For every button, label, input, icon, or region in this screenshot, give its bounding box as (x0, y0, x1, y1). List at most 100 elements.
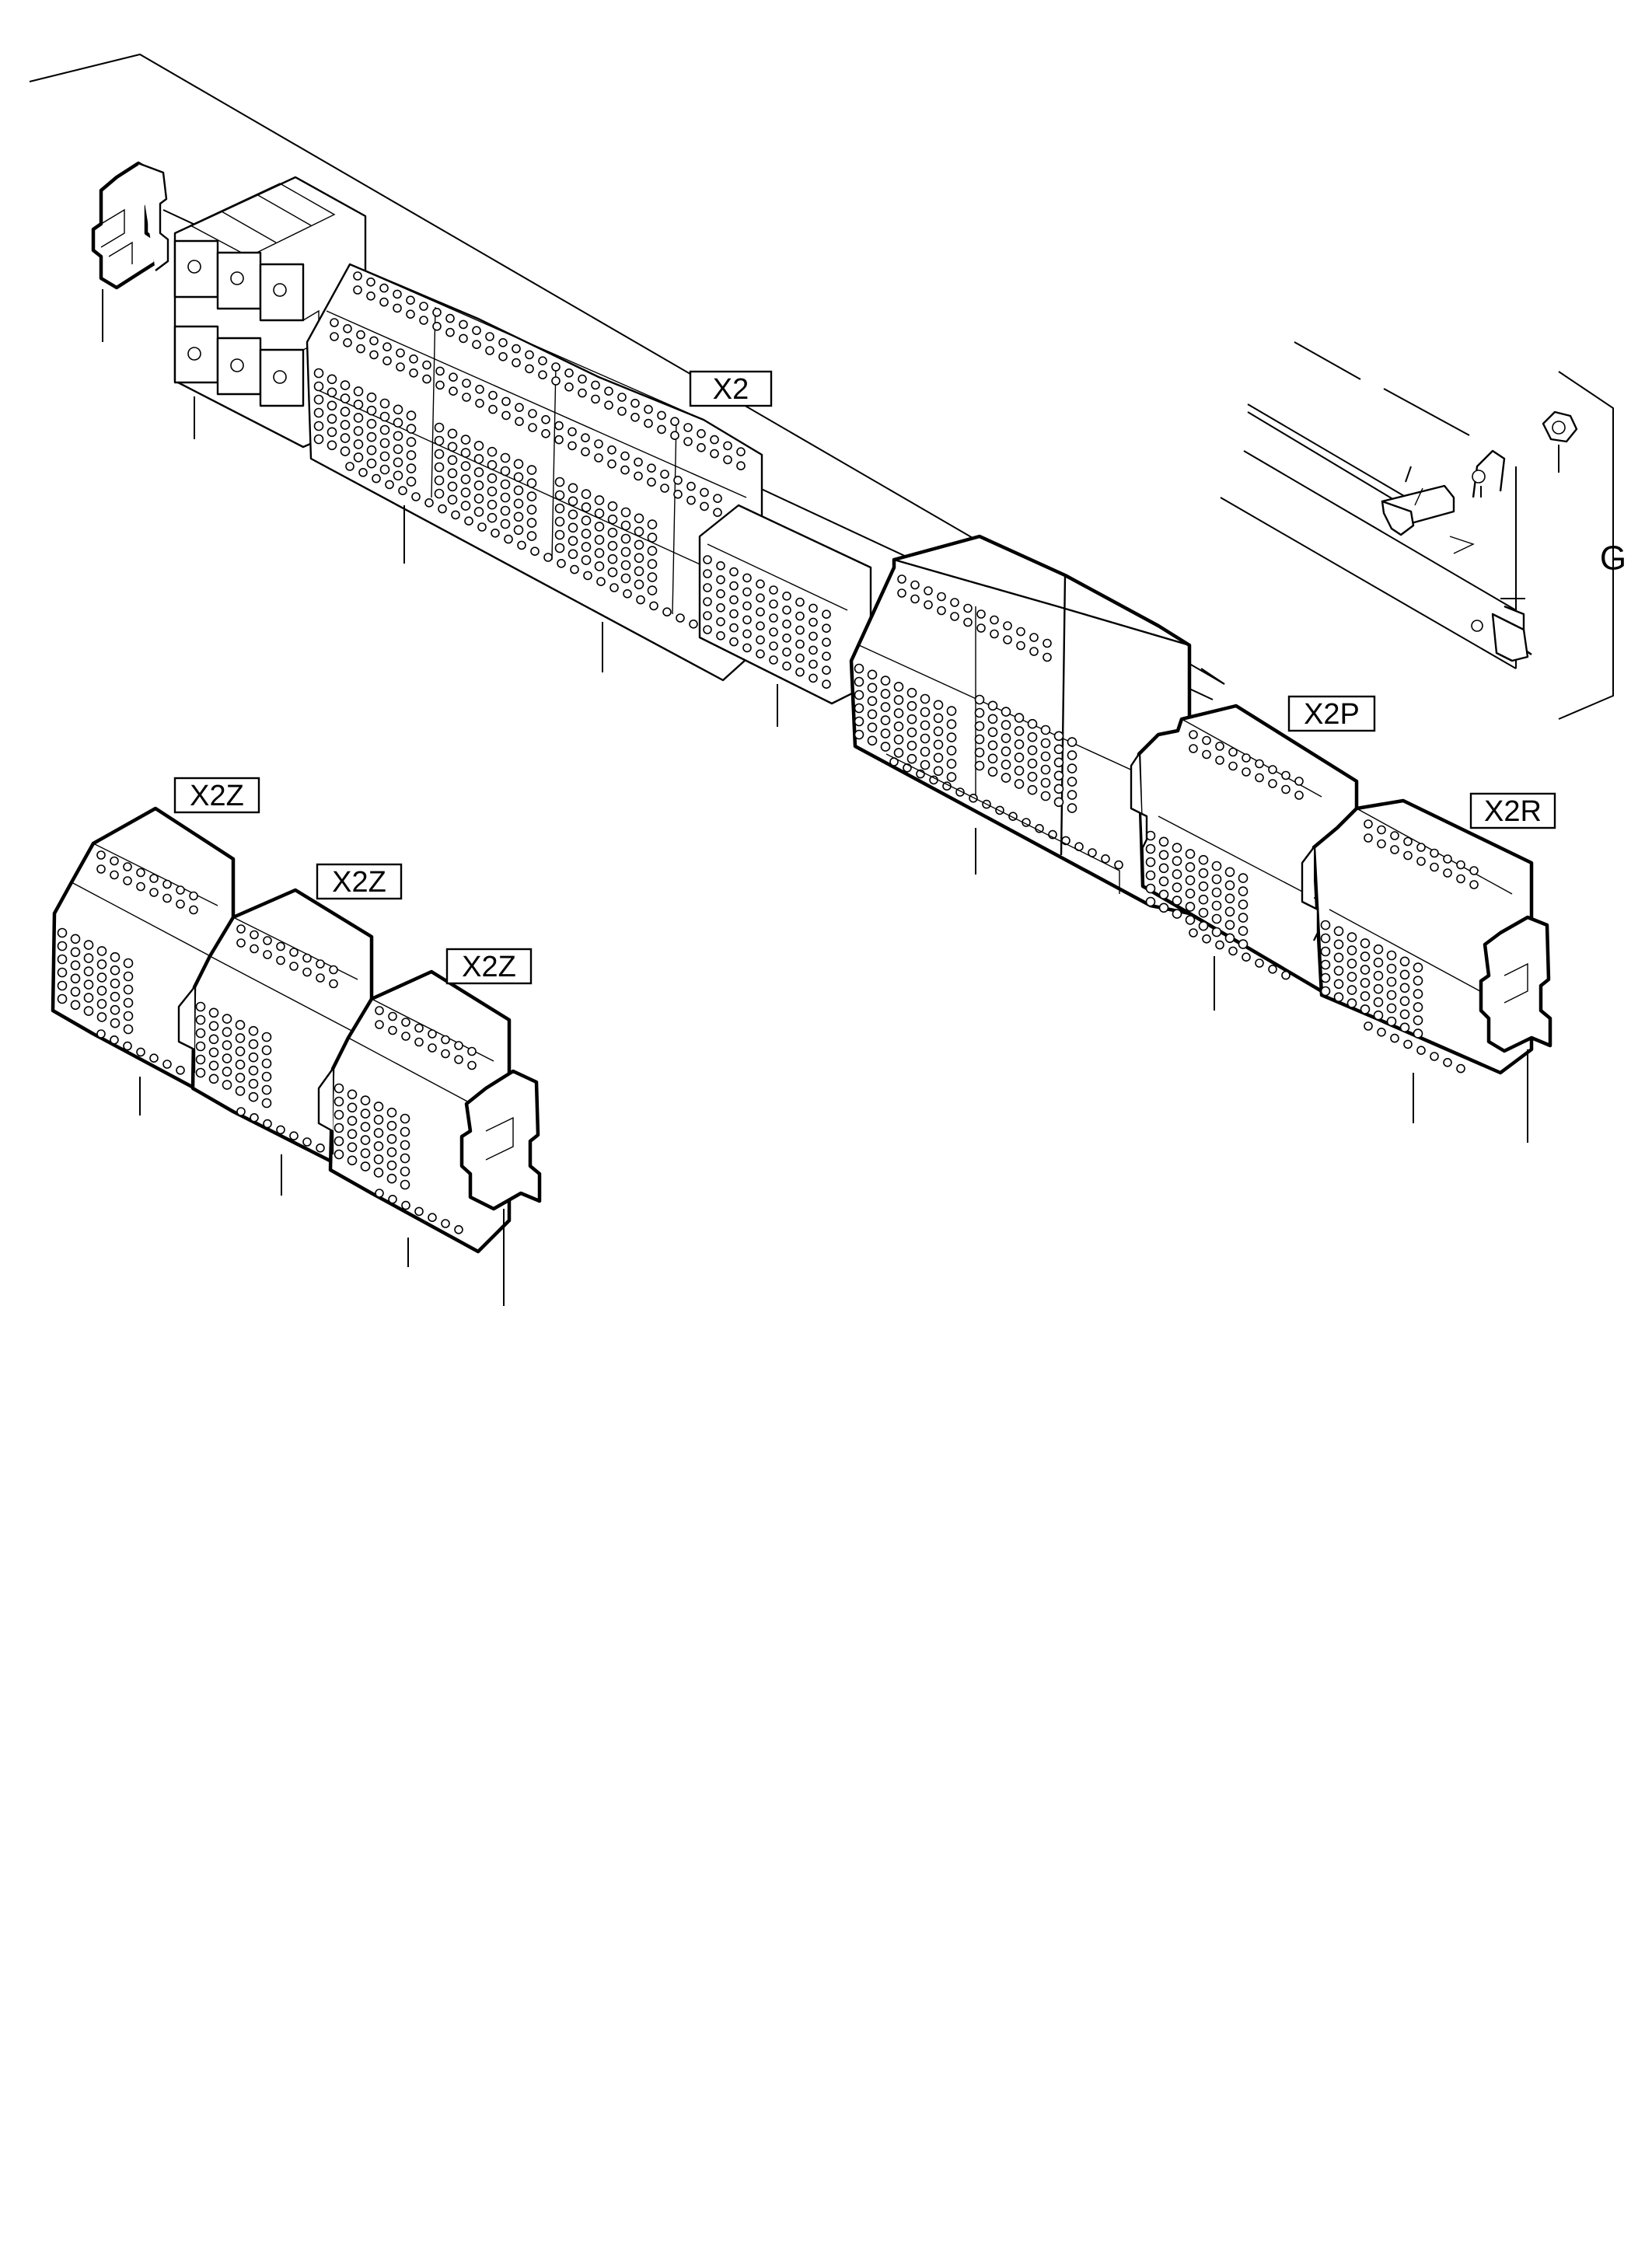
terminal-hole (149, 874, 159, 883)
terminal-hole (660, 470, 669, 479)
terminal-hole (1053, 731, 1064, 742)
terminal-hole (716, 560, 725, 571)
terminal-hole (1189, 730, 1198, 739)
terminal-hole (1238, 886, 1249, 896)
terminal-hole (513, 512, 524, 522)
terminal-hole (729, 609, 739, 619)
terminal-hole (386, 1133, 397, 1144)
terminal-hole (1281, 770, 1291, 780)
terminal-hole (689, 619, 698, 629)
terminal-hole (261, 1084, 272, 1095)
terminal-hole (1399, 983, 1410, 993)
terminal-hole (594, 508, 605, 518)
terminal-hole (406, 309, 415, 319)
terminal-hole (581, 529, 592, 539)
x2z-label-3: X2Z (445, 948, 533, 985)
terminal-hole (250, 1113, 259, 1123)
terminal-hole (366, 458, 377, 469)
terminal-hole (670, 431, 679, 441)
terminal-hole (360, 1148, 371, 1158)
terminal-hole (385, 480, 394, 490)
terminal-hole (1360, 978, 1371, 988)
terminal-hole (1399, 956, 1410, 967)
terminal-hole (123, 997, 134, 1008)
terminal-hole (435, 366, 445, 376)
terminal-hole (475, 398, 484, 408)
terminal-hole (673, 489, 683, 499)
terminal-hole (1198, 920, 1209, 931)
terminal-hole (1399, 1009, 1410, 1020)
terminal-hole (375, 1020, 384, 1029)
terminal-hole (473, 480, 484, 491)
terminal-hole (1373, 1010, 1384, 1021)
terminal-hole (1215, 742, 1224, 751)
terminal-hole (70, 973, 81, 984)
terminal-hole (937, 592, 946, 602)
terminal-hole (235, 1033, 246, 1043)
terminal-hole (432, 307, 442, 317)
terminal-hole (449, 386, 458, 396)
terminal-hole (501, 410, 511, 421)
terminal-hole (400, 1140, 410, 1150)
terminal-hole (1158, 889, 1169, 900)
terminal-hole (110, 965, 120, 976)
terminal-hole (1145, 857, 1156, 868)
terminal-hole (236, 924, 246, 934)
terminal-hole (386, 1147, 397, 1157)
terminal-hole (809, 617, 818, 627)
terminal-hole (513, 525, 524, 536)
terminal-hole (581, 515, 592, 525)
terminal-hole (578, 374, 587, 384)
terminal-hole (329, 979, 338, 989)
terminal-hole (987, 753, 998, 764)
terminal-hole (396, 362, 405, 372)
terminal-hole (686, 495, 696, 505)
terminal-hole (1067, 750, 1077, 760)
terminal-hole (1228, 747, 1238, 757)
terminal-hole (1238, 873, 1249, 883)
terminal-hole (316, 1143, 325, 1153)
terminal-hole (473, 441, 484, 451)
terminal-hole (1145, 843, 1156, 854)
terminal-hole (447, 494, 458, 505)
terminal-hole (647, 585, 658, 595)
terminal-hole (460, 487, 471, 498)
terminal-hole (208, 1047, 219, 1058)
terminal-hole (1040, 751, 1051, 762)
terminal-hole (379, 283, 389, 293)
terminal-hole (987, 727, 998, 738)
terminal-hole (235, 1046, 246, 1056)
terminal-hole (594, 535, 605, 545)
terminal-hole (208, 1074, 219, 1084)
terminal-hole (647, 572, 658, 582)
terminal-hole (149, 1053, 159, 1063)
x2p-terminal-block (1130, 704, 1359, 993)
terminal-hole (974, 747, 985, 758)
terminal-hole (920, 707, 931, 718)
terminal-hole (526, 491, 537, 501)
terminal-hole (1281, 784, 1291, 794)
terminal-hole (393, 431, 403, 442)
terminal-hole (96, 972, 107, 983)
terminal-hole (607, 459, 616, 469)
terminal-hole (1255, 759, 1264, 769)
terminal-hole (1320, 933, 1331, 944)
terminal-hole (1320, 920, 1331, 930)
end-stop-clamp (91, 161, 169, 290)
terminal-hole (70, 986, 81, 997)
terminal-hole (1386, 1016, 1397, 1027)
terminal-hole (393, 289, 402, 299)
terminal-hole (1027, 745, 1038, 756)
terminal-hole (1413, 962, 1423, 972)
terminal-hole (57, 941, 68, 951)
terminal-hole (248, 1039, 259, 1049)
terminal-hole (1386, 950, 1397, 961)
hex-bolt (1381, 484, 1455, 536)
terminal-hole (541, 414, 550, 424)
terminal-hole (57, 967, 68, 978)
terminal-hole (347, 1129, 358, 1140)
terminal-hole (1360, 965, 1371, 975)
terminal-hole (162, 1060, 172, 1069)
terminal-hole (1040, 724, 1051, 735)
terminal-hole (950, 598, 959, 607)
